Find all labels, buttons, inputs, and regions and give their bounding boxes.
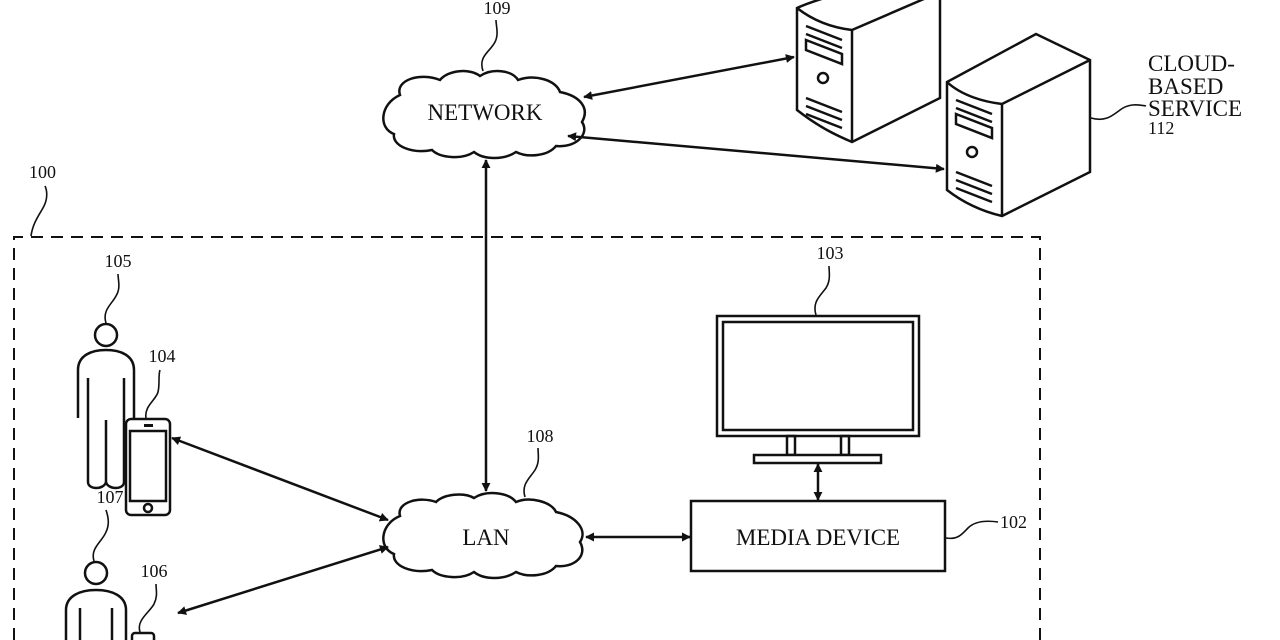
boundary-leader <box>30 185 48 237</box>
cloud-service-label-line-3: SERVICE <box>1148 96 1242 121</box>
mobile-device-ref-label: 104 <box>149 346 176 366</box>
second-device-leader <box>138 583 158 633</box>
mobile-device: 104 <box>124 346 176 517</box>
cloud-service-label-group: CLOUD- BASED SERVICE 112 <box>1090 51 1242 138</box>
display-ref-label: 103 <box>817 243 844 263</box>
user-two-body <box>64 588 128 640</box>
user-one-head <box>93 322 119 348</box>
user-two: 107 <box>64 487 128 640</box>
arrow-second-device-lan <box>177 545 389 615</box>
server-2 <box>945 32 1092 218</box>
second-device: 106 <box>130 561 168 640</box>
lan-cloud: LAN 108 <box>382 426 584 580</box>
network-leader <box>481 19 498 72</box>
cloud-service-leader <box>1090 104 1147 121</box>
lan-leader <box>523 447 540 498</box>
cloud-service-label-line-1: CLOUD- <box>1148 51 1235 76</box>
mobile-device-home-button <box>142 502 154 514</box>
network-ref-label: 109 <box>484 0 511 18</box>
media-device-ref-label: 102 <box>1000 512 1027 532</box>
media-device-box <box>689 499 947 573</box>
media-device: MEDIA DEVICE 102 <box>689 499 1027 573</box>
network-cloud: NETWORK 109 <box>382 0 586 160</box>
arrow-mobile-device-lan <box>171 436 389 522</box>
user-one-leader <box>104 273 120 324</box>
user-one-body <box>76 348 136 490</box>
user-two-head <box>83 560 109 586</box>
display-leader <box>814 265 831 316</box>
server-2-body <box>945 32 1092 218</box>
display: 103 <box>715 243 921 465</box>
system-boundary: 100 <box>13 162 1041 640</box>
second-device-body <box>130 631 156 640</box>
media-device-leader <box>945 520 999 540</box>
arrow-network-server-1 <box>583 54 795 100</box>
lan-ref-label: 108 <box>527 426 554 446</box>
user-two-leader <box>92 509 110 562</box>
display-bezel <box>715 314 921 438</box>
network-label: NETWORK <box>428 100 543 125</box>
display-screen <box>721 320 915 432</box>
user-two-ref-label: 107 <box>97 487 124 507</box>
boundary-ref-label: 100 <box>29 162 56 182</box>
mobile-device-leader <box>145 369 161 419</box>
media-device-label: MEDIA DEVICE <box>736 525 900 550</box>
server-1 <box>795 0 942 144</box>
user-one: 105 <box>76 251 136 490</box>
mobile-device-body <box>124 417 172 517</box>
arrow-network-server-2 <box>567 132 945 173</box>
second-device-ref-label: 106 <box>141 561 168 581</box>
boundary-dashed-box <box>13 236 1041 640</box>
cloud-service-ref-label: 112 <box>1148 118 1174 138</box>
lan-cloud-shape <box>382 491 584 580</box>
mobile-device-screen <box>128 429 168 503</box>
cloud-service-label-line-2: BASED <box>1148 74 1223 99</box>
user-one-ref-label: 105 <box>105 251 132 271</box>
lan-label: LAN <box>462 525 510 550</box>
display-stand <box>752 453 883 465</box>
